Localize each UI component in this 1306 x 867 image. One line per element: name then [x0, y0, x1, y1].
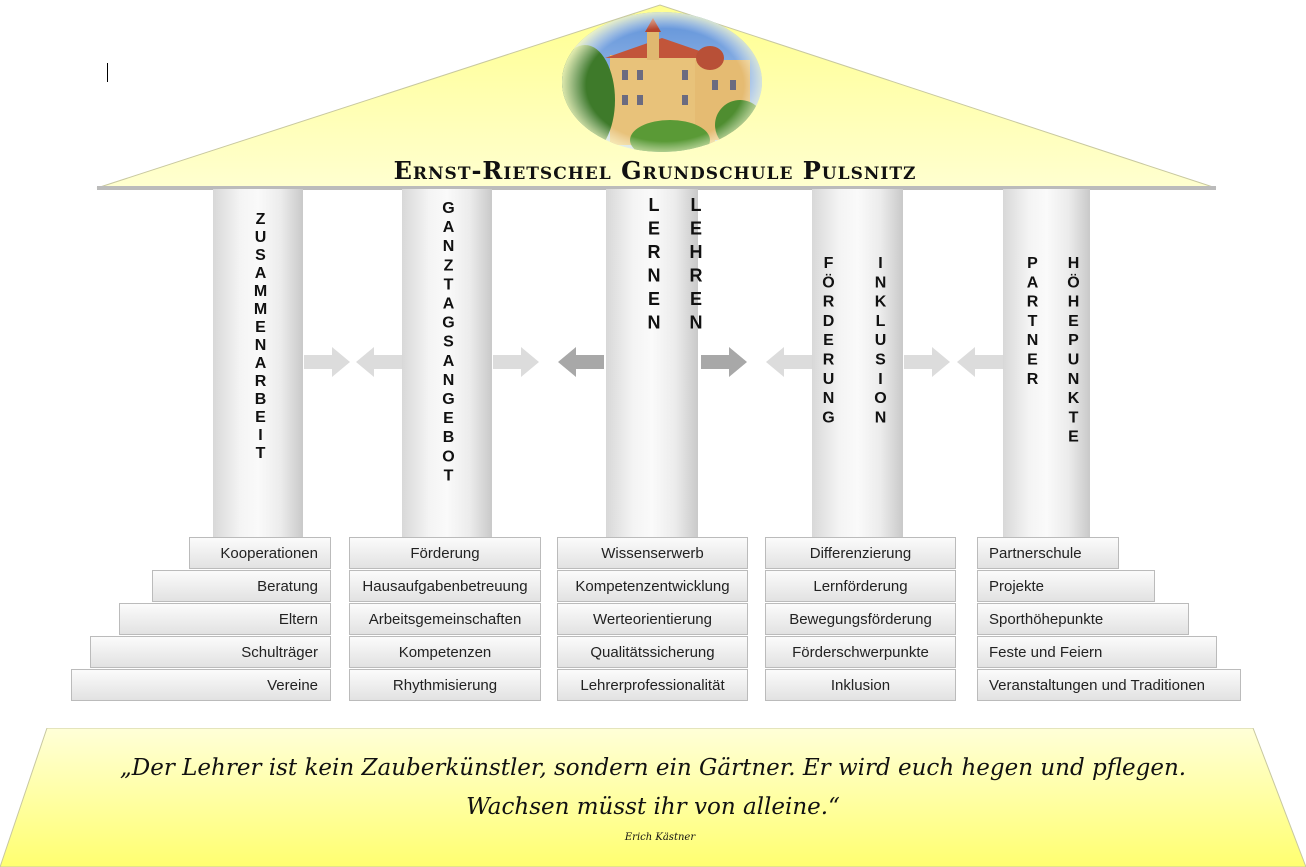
arrow-left-icon — [957, 347, 1003, 377]
arrow-right-icon — [904, 347, 950, 377]
step-item: Eltern — [119, 603, 331, 635]
foundation — [0, 728, 1306, 867]
arrow-right-icon — [493, 347, 539, 377]
step-item: Vereine — [71, 669, 331, 701]
pillar-label-2: HÖHEPUNKTE — [1065, 255, 1082, 448]
step-item: Wissenserwerb — [557, 537, 748, 569]
step-item: Veranstaltungen und Traditionen — [977, 669, 1241, 701]
arrow-left-icon — [356, 347, 402, 377]
step-item: Lernförderung — [765, 570, 956, 602]
step-item: Werteorientierung — [557, 603, 748, 635]
pillar-label: FÖRDERUNG — [820, 255, 837, 429]
step-item: Hausaufgabenbetreuung — [349, 570, 541, 602]
text-cursor — [107, 63, 108, 82]
pillar-partner-hoehepunkte: PARTNER HÖHEPUNKTE — [1003, 189, 1090, 539]
step-item: Qualitätssicherung — [557, 636, 748, 668]
arrow-right-icon — [701, 347, 747, 377]
step-item: Förderschwerpunkte — [765, 636, 956, 668]
step-item: Partnerschule — [977, 537, 1119, 569]
pillar-ganztagsangebot: GANZTAGSANGEBOT — [402, 189, 492, 539]
school-title: Ernst-Rietschel Grundschule Pulsnitz — [393, 156, 917, 185]
pillar-foerderung-inklusion: FÖRDERUNG INKLUSION — [812, 189, 903, 539]
quote-line-1: „Der Lehrer ist kein Zauberkünstler, son… — [119, 755, 1187, 781]
pillar-label: LEHREN LERNEN — [644, 195, 706, 336]
pillar-zusammenarbeit: ZUSAMMENARBEIT — [213, 189, 303, 539]
pillar-label-2: INKLUSION — [872, 255, 889, 429]
step-item: Schulträger — [90, 636, 331, 668]
pillar-label: GANZTAGSANGEBOT — [440, 200, 457, 487]
step-item: Feste und Feiern — [977, 636, 1217, 668]
roof — [96, 4, 1217, 190]
step-item: Differenzierung — [765, 537, 956, 569]
step-item: Kompetenzentwicklung — [557, 570, 748, 602]
pillar-label: PARTNER — [1024, 255, 1041, 391]
arrow-left-icon — [766, 347, 812, 377]
step-item: Lehrerprofessionalität — [557, 669, 748, 701]
step-item: Kompetenzen — [349, 636, 541, 668]
arrow-right-icon — [304, 347, 350, 377]
step-item: Beratung — [152, 570, 331, 602]
step-item: Inklusion — [765, 669, 956, 701]
pillar-lehren-lernen: LEHREN LERNEN — [606, 189, 706, 539]
quote-line-2: Wachsen müsst ihr von alleine.“ — [466, 794, 840, 820]
quote-author: Erich Kästner — [624, 832, 696, 843]
step-item: Rhythmisierung — [349, 669, 541, 701]
step-item: Kooperationen — [189, 537, 331, 569]
step-item: Arbeitsgemeinschaften — [349, 603, 541, 635]
step-item: Projekte — [977, 570, 1155, 602]
pillar-label: ZUSAMMENARBEIT — [252, 211, 269, 463]
step-item: Sporthöhepunkte — [977, 603, 1189, 635]
arrow-left-icon — [558, 347, 604, 377]
step-item: Förderung — [349, 537, 541, 569]
step-item: Bewegungsförderung — [765, 603, 956, 635]
